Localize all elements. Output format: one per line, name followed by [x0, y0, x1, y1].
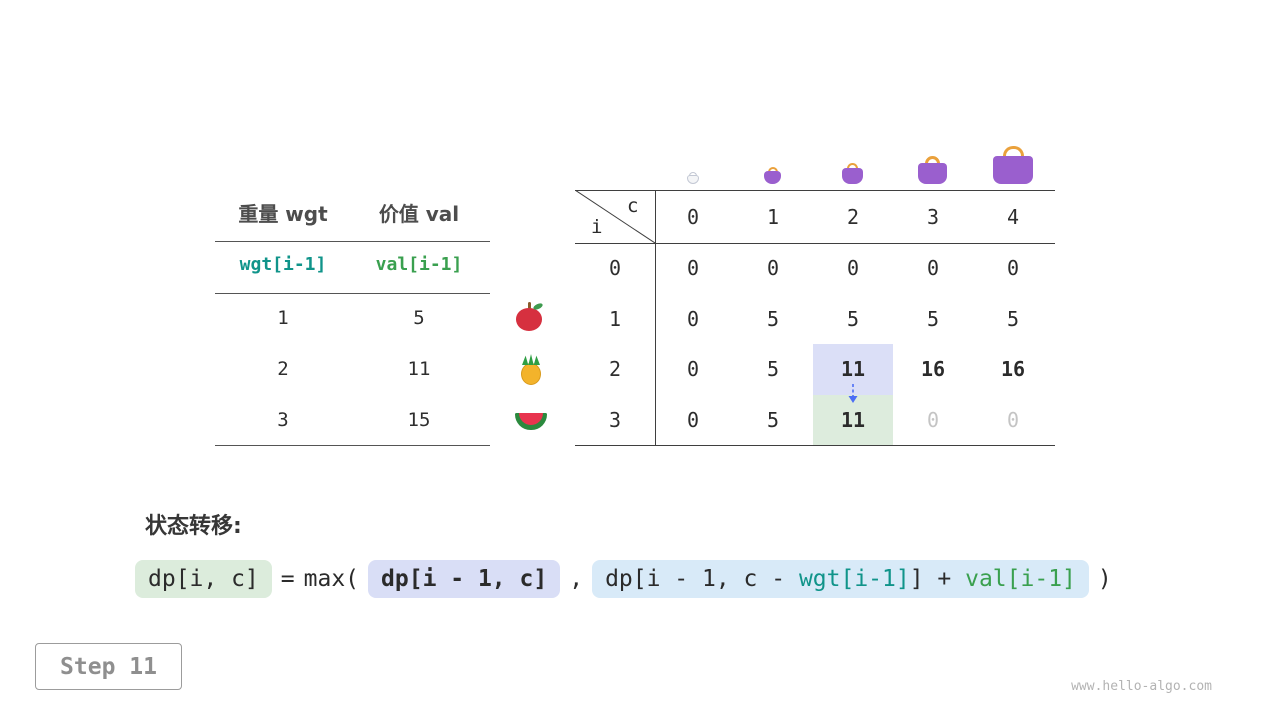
items-cell-val: 5: [413, 307, 425, 329]
dp-cell: 5: [926, 306, 940, 331]
items-cell-val: 15: [407, 409, 431, 431]
dp-row-header: 0: [608, 256, 622, 281]
bag-icon-empty: [687, 172, 699, 184]
items-table-line-bottom: [215, 445, 490, 446]
apple-leaf: [532, 302, 544, 311]
items-table: 重量 wgt 价值 val wgt[i-1] val[i-1] 1 5 2 11…: [215, 190, 490, 446]
bag-body: [918, 163, 947, 184]
dp-cell: 5: [1006, 306, 1020, 331]
dp-grid: 0 0 0 0 0 0 5 5 5 5 0 5 11 16 16 0 5 11 …: [653, 243, 1053, 445]
dp-table: c i 0 1 2 3 4 0 1 2 3 0 0 0 0 0 0 5 5 5: [575, 140, 1055, 450]
items-cell-wgt: 3: [277, 409, 289, 431]
bag-icon-medium: [842, 163, 863, 184]
watermelon-icon: [515, 413, 547, 430]
apple-stem: [527, 302, 531, 309]
dp-cell: 5: [766, 306, 780, 331]
state-transition-formula: dp[i, c] = max( dp[i - 1, c] , dp[i - 1,…: [135, 560, 1112, 598]
items-cell-wgt: 2: [277, 358, 289, 380]
bag-handle: [1002, 146, 1024, 158]
dp-col-header: 0: [686, 204, 700, 229]
bag-icon-xlarge: [993, 146, 1033, 184]
dp-col-header: 2: [846, 204, 860, 229]
dp-row-header: 1: [608, 306, 622, 331]
transition-label: 状态转移:: [145, 514, 242, 539]
dp-cell: 0: [1006, 256, 1020, 281]
items-table-line-top: [215, 241, 490, 242]
dp-cell: 0: [926, 256, 940, 281]
bag-body: [842, 168, 863, 184]
watermark: www.hello-algo.com: [1071, 679, 1212, 694]
dp-cell: 5: [846, 306, 860, 331]
bag-handle: [689, 172, 697, 177]
formula-arg2-mid: ] +: [909, 566, 966, 592]
dp-cell: 16: [920, 357, 946, 382]
apple-icon: [516, 302, 544, 331]
formula-arg1: dp[i - 1, c]: [368, 560, 561, 598]
items-table-line-mid: [215, 293, 490, 294]
dp-cell-source-highlight: 11: [813, 344, 893, 395]
dp-col-headers: 0 1 2 3 4: [653, 190, 1053, 243]
dp-cell: 0: [686, 407, 700, 432]
items-subheader-val: val[i-1]: [375, 254, 463, 275]
step-label: Step 11: [60, 653, 157, 680]
bag-body: [687, 175, 699, 184]
items-cell-val: 11: [407, 358, 431, 380]
formula-separator: ,: [569, 566, 584, 592]
items-col-header-value: 价值 val: [378, 202, 460, 226]
dp-col-header: 1: [766, 204, 780, 229]
formula-lhs: dp[i, c]: [135, 560, 272, 598]
formula-equals: =: [280, 566, 295, 592]
dp-cell: 5: [766, 357, 780, 382]
items-cell-wgt: 1: [277, 307, 289, 329]
formula-arg2-val: val[i-1]: [965, 566, 1076, 592]
dp-cell: 0: [846, 256, 860, 281]
dp-row-header: 3: [608, 407, 622, 432]
step-indicator: Step 11: [35, 643, 182, 690]
apple-body: [516, 308, 542, 331]
pineapple-crown: [522, 354, 540, 365]
items-subheader-wgt: wgt[i-1]: [239, 254, 327, 275]
dp-table-top-border: [575, 190, 1055, 191]
dp-table-vertical-border: [655, 190, 656, 445]
transition-arrow-icon: [848, 384, 858, 403]
dp-cell: 0: [766, 256, 780, 281]
formula-arg2-prefix: dp[i - 1, c -: [605, 566, 799, 592]
bag-icon-small: [764, 167, 781, 184]
dp-cell: 0: [686, 357, 700, 382]
dp-cell: 0: [686, 306, 700, 331]
dp-col-header: 4: [1006, 204, 1020, 229]
bag-handle: [925, 156, 940, 165]
dp-col-header: 3: [926, 204, 940, 229]
formula-close-paren: ): [1097, 566, 1112, 592]
dp-cell: 0: [926, 407, 940, 432]
formula-arg2: dp[i - 1, c - wgt[i-1]] + val[i-1]: [592, 560, 1089, 598]
dp-row-header: 2: [608, 357, 622, 382]
dp-cell: 5: [766, 407, 780, 432]
corner-row-var: i: [591, 216, 603, 238]
pineapple-icon: [521, 354, 541, 385]
bag-body: [993, 156, 1033, 184]
corner-diagonal: [575, 190, 655, 243]
dp-table-header-border: [575, 243, 1055, 244]
bag-icon-large: [918, 156, 947, 184]
dp-table-bottom-border: [575, 445, 1055, 446]
watermelon-rind: [515, 413, 547, 430]
dp-row-headers: 0 1 2 3: [575, 243, 655, 445]
bag-body: [764, 171, 781, 184]
dp-cell: 0: [1006, 407, 1020, 432]
pineapple-body: [521, 363, 541, 385]
dp-cell: 0: [686, 256, 700, 281]
items-col-header-weight: 重量 wgt: [238, 202, 328, 226]
formula-max-open: max(: [303, 566, 360, 592]
corner-col-var: c: [627, 195, 639, 217]
bag-handle: [847, 163, 858, 170]
watermelon-flesh: [519, 413, 543, 425]
dp-cell: 16: [1000, 357, 1026, 382]
formula-arg2-wgt: wgt[i-1]: [798, 566, 910, 592]
bag-handle: [767, 167, 778, 173]
